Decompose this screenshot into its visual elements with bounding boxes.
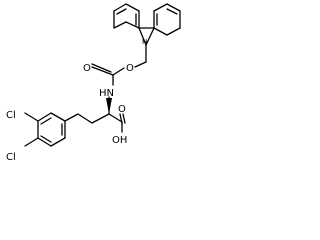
wedge-bond <box>106 98 112 114</box>
backbone: O OH <box>77 98 127 146</box>
acid-oxygen-label: O <box>118 104 126 115</box>
chlorine-bottom-label: Cl <box>6 152 16 163</box>
carbamate-oxygen-label: O <box>83 63 91 74</box>
dichlorophenyl-group: Cl Cl <box>6 110 79 163</box>
molecule-canvas: H O O HN O OH <box>0 0 197 171</box>
nh-label: HN <box>99 88 114 99</box>
ether-oxygen-label: O <box>126 63 134 74</box>
hydroxyl-label: OH <box>112 135 127 146</box>
amine-group: HN <box>99 88 114 115</box>
structure-diagram: H O O HN O OH <box>6 3 181 163</box>
chlorine-top-label: Cl <box>6 110 16 121</box>
fluorenyl-group: H <box>113 3 181 46</box>
fmoc-linker: O O <box>83 44 147 86</box>
stereo-h-label: H <box>142 38 147 46</box>
